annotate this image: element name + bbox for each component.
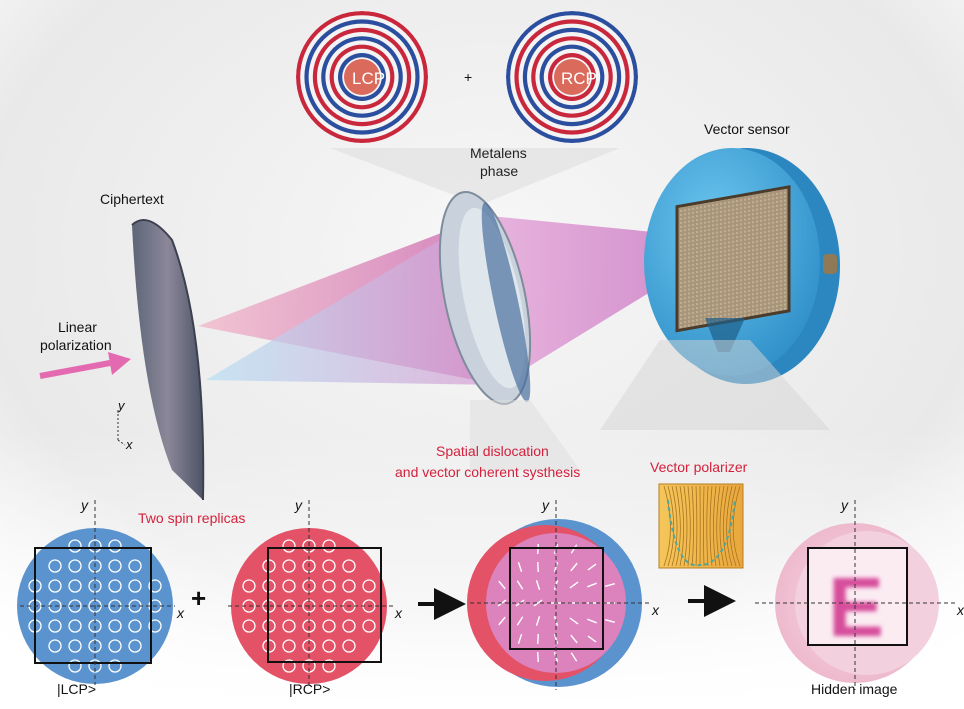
vector-arrow: [538, 562, 539, 572]
axis-x-label: x: [394, 605, 403, 621]
spatial-label-2: and vector coherent systhesis: [395, 464, 580, 480]
plate-x-label: x: [125, 437, 133, 452]
plus-bottom: +: [191, 583, 206, 613]
axis-y-label: y: [541, 497, 550, 513]
vector-polarizer-inset: [659, 484, 743, 568]
plus-top: +: [464, 69, 472, 85]
ciphertext-label: Ciphertext: [100, 191, 164, 207]
hidden-image-label: Hidden image: [811, 681, 898, 697]
hidden-letter: E: [828, 560, 884, 654]
spatial-label-1: Spatial dislocation: [436, 443, 549, 459]
rcp-disk-label: RCP: [561, 69, 597, 88]
axis-x-label: x: [176, 605, 185, 621]
metalens-label-1: Metalens: [470, 145, 527, 161]
lcp-ket-label: |LCP>: [57, 681, 96, 697]
vector-arrow: [538, 634, 539, 644]
axis-x-label: x: [956, 602, 964, 618]
axis-y-label: y: [840, 497, 849, 513]
vector-arrow: [538, 652, 539, 662]
linear-label-1: Linear: [58, 319, 97, 335]
vector-sensor-label: Vector sensor: [704, 121, 790, 137]
rcp-phase-disk: RCP: [506, 11, 638, 143]
axis-y-label: y: [294, 497, 303, 513]
lcp-phase-disk: LCP: [296, 11, 428, 143]
linear-label-2: polarization: [40, 337, 112, 353]
rcp-ket-label: |RCP>: [289, 681, 330, 697]
metalens-label-2: phase: [480, 163, 518, 179]
vector-polarizer-label: Vector polarizer: [650, 459, 748, 475]
axis-x-label: x: [651, 602, 660, 618]
lcp-disk-label: LCP: [352, 69, 385, 88]
two-spin-replicas-label: Two spin replicas: [138, 510, 245, 526]
axis-y-label: y: [80, 497, 89, 513]
